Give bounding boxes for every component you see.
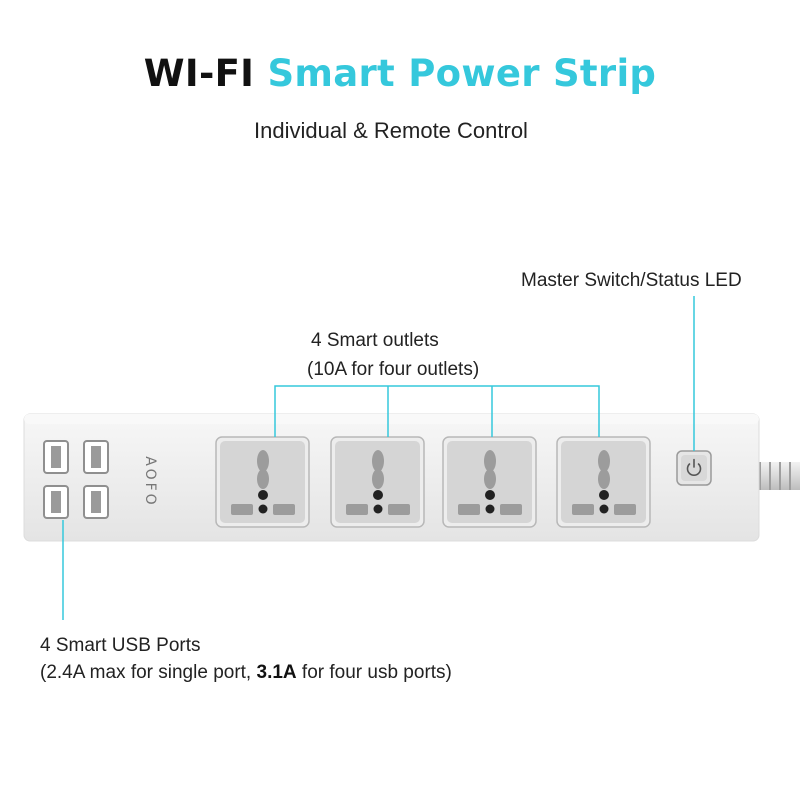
brand-logo: AOFO — [142, 456, 158, 507]
usb-callout-line2-c: for four usb ports) — [301, 662, 452, 683]
product-title: WI-FI Smart Power Strip — [0, 52, 800, 95]
master-switch-callout: Master Switch/Status LED — [521, 270, 742, 291]
title-smart-power-strip: Smart Power Strip — [267, 52, 657, 95]
usb-callout-total-current: 3.1A — [256, 662, 297, 683]
outlets-callout-line2: (10A for four outlets) — [307, 359, 480, 380]
outlets-callout: 4 Smart outlets (10A for four outlets) — [307, 326, 479, 384]
outlet[interactable] — [330, 436, 425, 528]
outlets-callout-line1: 4 Smart outlets — [311, 330, 439, 351]
power-icon — [686, 458, 702, 476]
usb-ports — [43, 440, 109, 519]
usb-port — [83, 485, 109, 519]
usb-callout-line2: (2.4A max for single port, 3.1A for four… — [40, 659, 452, 686]
usb-callout: 4 Smart USB Ports (2.4A max for single p… — [40, 632, 452, 686]
usb-port — [43, 485, 69, 519]
usb-port — [43, 440, 69, 474]
usb-callout-line2-a: (2.4A max for single port, — [40, 662, 252, 683]
usb-port — [83, 440, 109, 474]
outlet[interactable] — [442, 436, 537, 528]
master-switch-button[interactable] — [676, 450, 712, 486]
usb-callout-line1: 4 Smart USB Ports — [40, 635, 201, 656]
title-wifi: WI-FI — [143, 52, 255, 95]
outlet[interactable] — [556, 436, 651, 528]
outlet[interactable] — [215, 436, 310, 528]
outlets-bracket — [274, 385, 600, 437]
product-subtitle: Individual & Remote Control — [254, 118, 528, 143]
callout-lines — [62, 296, 695, 620]
